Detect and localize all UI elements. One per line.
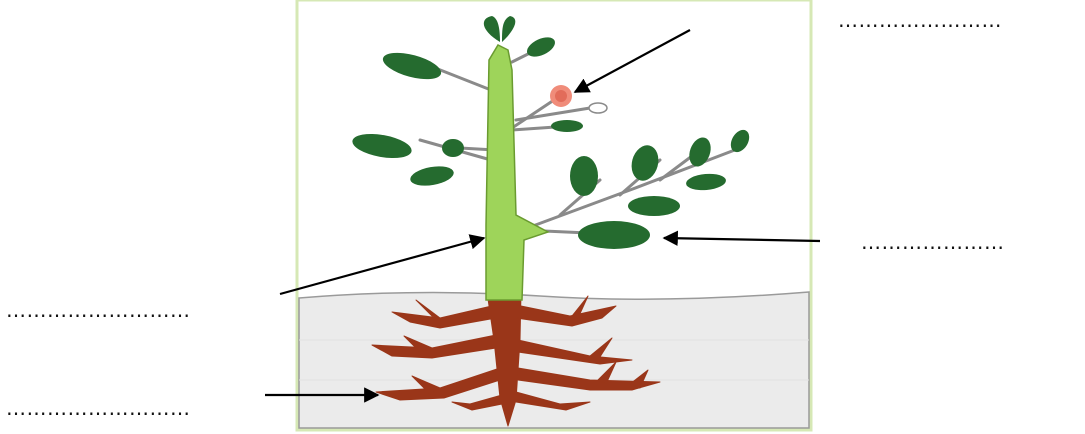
flower-label-blank: …………………… [838,10,1002,30]
stem-label-blank: ……………………… [6,300,191,320]
leaf-label-blank: ………………… [861,232,1005,252]
root-label-blank: ……………………… [6,398,191,418]
